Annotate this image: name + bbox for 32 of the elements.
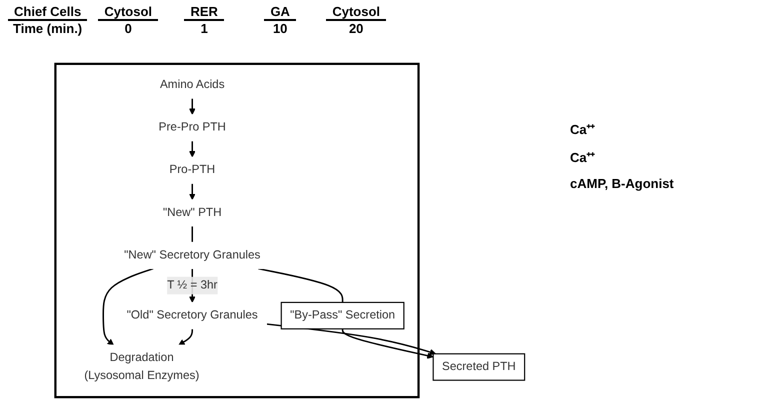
regulator-label: Ca⁺⁺ — [570, 149, 596, 166]
location-label: GA — [264, 4, 296, 21]
time-value: 10 — [272, 21, 288, 36]
arrow — [189, 98, 196, 115]
row-heading: Time (min.) — [13, 21, 82, 36]
node-box: Secreted PTH — [432, 353, 526, 381]
arrow — [189, 184, 196, 200]
connector — [258, 268, 344, 302]
time-value: 20 — [348, 21, 364, 36]
arrow — [342, 328, 434, 359]
regulator-label: Ca⁺⁺ — [570, 121, 596, 138]
node-text: Pre-Pro PTH — [158, 121, 226, 134]
row-heading: Chief Cells — [8, 4, 88, 21]
location-label: Cytosol — [98, 4, 158, 21]
cluster — [54, 62, 420, 398]
regulator-label: cAMP, B-Agonist — [570, 176, 675, 191]
node-text: "New" PTH — [162, 206, 222, 219]
node-text: "New" Secretory Granules — [124, 248, 260, 262]
node-text: "Old" Secretory Granules — [126, 309, 258, 322]
node-text: Pro-PTH — [169, 164, 216, 176]
time-value: 1 — [200, 21, 208, 36]
location-label: RER — [184, 4, 224, 21]
edge-label: T ½ = 3hr — [167, 278, 218, 292]
node-box: "By-Pass" Secretion — [280, 302, 404, 330]
arrow — [102, 268, 154, 346]
arrow — [178, 328, 194, 346]
location-label: Cytosol — [326, 4, 386, 21]
node-text: Amino Acids — [160, 78, 225, 92]
time-value: 0 — [124, 21, 132, 36]
node-text: Degradation (Lysosomal Enzymes) — [84, 352, 200, 382]
arrow — [189, 140, 196, 158]
connector — [192, 226, 194, 242]
